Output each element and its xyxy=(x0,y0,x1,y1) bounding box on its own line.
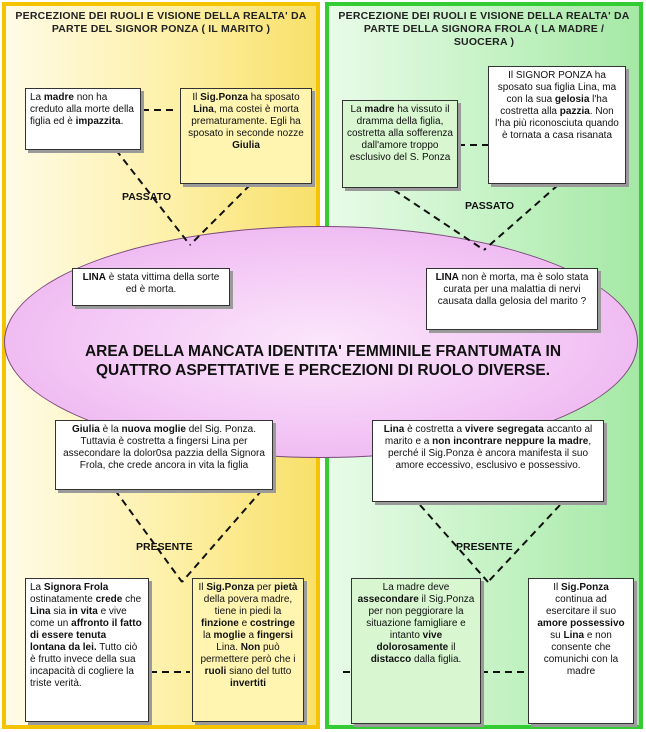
box-ponza-gelosia: Il SIGNOR PONZA ha sposato sua figlia Li… xyxy=(488,66,626,184)
box-ponza-sposato: Il Sig.Ponza ha sposato Lina, ma costei … xyxy=(180,88,312,184)
box-giulia-moglie: Giulia è la nuova moglie del Sig. Ponza.… xyxy=(55,420,273,490)
label-passato-right: PASSATO xyxy=(465,200,515,212)
label-presente-right: PRESENTE xyxy=(456,541,513,553)
box-ponza-possessivo: Il Sig.Ponza continua ad esercitare il s… xyxy=(528,578,634,724)
box-lina-vittima: LINA è stata vittima della sorte ed è mo… xyxy=(72,268,230,306)
box-frola-crede: La Signora Frola ostinatamente crede che… xyxy=(25,578,149,722)
center-ellipse xyxy=(4,226,638,458)
box-madre-dramma: La madre ha vissuto il dramma della figl… xyxy=(342,100,458,188)
label-presente-left: PRESENTE xyxy=(136,541,193,553)
box-madre-impazzita: La madre non ha creduto alla morte della… xyxy=(25,88,141,150)
box-madre-assecondare: La madre deve assecondare il Sig.Ponza p… xyxy=(351,578,481,724)
box-lina-non-morta: LINA non è morta, ma è solo stata curata… xyxy=(426,268,598,330)
box-ponza-pieta: Il Sig.Ponza per pietà della povera madr… xyxy=(192,578,304,722)
label-passato-left: PASSATO xyxy=(122,191,172,203)
box-lina-segregata: Lina è costretta a vivere segregata acca… xyxy=(372,420,604,502)
right-panel-title: PERCEZIONE DEI RUOLI E VISIONE DELLA REA… xyxy=(338,10,630,48)
left-panel-title: PERCEZIONE DEI RUOLI E VISIONE DELLA REA… xyxy=(15,10,307,35)
center-title: AREA DELLA MANCATA IDENTITA' FEMMINILE F… xyxy=(84,343,562,379)
